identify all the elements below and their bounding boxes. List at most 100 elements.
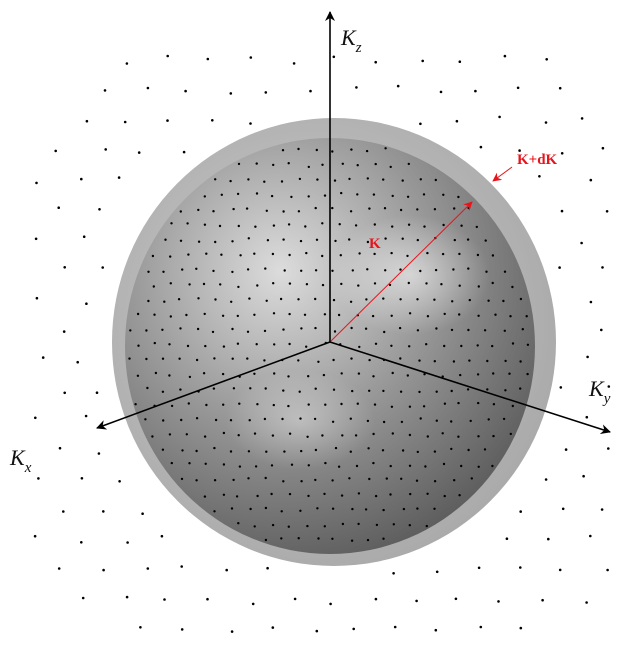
lattice-point [425,524,428,528]
lattice-point [547,537,550,541]
lattice-point [279,297,283,301]
lattice-point [323,525,326,528]
lattice-point [137,151,141,154]
lattice-point [453,238,456,242]
lattice-point [435,570,439,574]
lattice-point [80,177,83,181]
lattice-point [408,312,412,315]
lattice-point [309,89,312,93]
lattice-point [458,284,461,287]
lattice-point [253,432,257,435]
lattice-point [272,403,275,407]
lattice-point [402,507,406,511]
lattice-point [221,314,225,317]
lattice-point [147,270,150,273]
lattice-point [457,435,460,438]
lattice-point [218,224,222,228]
lattice-point [272,224,276,227]
lattice-point [316,178,319,181]
lattice-point [357,492,361,495]
lattice-point [331,269,334,272]
lattice-point [498,115,501,119]
lattice-point [37,477,40,480]
lattice-point [195,449,198,453]
lattice-point [236,314,239,318]
lattice-point [382,537,385,540]
lattice-point [313,417,317,421]
lattice-point [391,225,394,228]
lattice-point [519,360,522,363]
lattice-point [407,281,410,285]
lattice-point [137,344,140,347]
lattice-point [238,402,241,405]
lattice-point [197,208,200,212]
lattice-point [246,357,249,360]
lattice-point [407,162,410,166]
lattice-point [321,254,324,258]
lattice-point [350,539,354,542]
lattice-point [297,359,300,362]
lattice-point [374,162,377,166]
lattice-point [179,239,183,242]
lattice-point [254,225,257,228]
lattice-point [81,596,85,600]
lattice-point [212,210,215,213]
lattice-point [169,315,172,318]
lattice-point [317,537,320,540]
lattice-point [372,375,375,378]
lattice-point [452,268,455,271]
lattice-point [307,464,310,467]
lattice-point [160,534,164,538]
lattice-point [479,625,483,629]
lattice-point [416,450,419,454]
lattice-point [365,298,368,301]
lattice-point [467,267,470,270]
lattice-point [166,54,169,58]
lattice-point [249,122,252,125]
lattice-point [509,432,512,436]
lattice-point [293,597,297,601]
lattice-point [407,223,411,226]
lattice-point [180,628,184,631]
lattice-point [272,163,275,167]
lattice-point [146,567,150,570]
lattice-point [486,359,489,363]
lattice-point [339,254,342,257]
lattice-point [434,628,438,632]
lattice-point [589,300,593,304]
lattice-point [350,326,353,330]
lattice-point [211,119,214,122]
lattice-point [214,240,217,244]
kx-axis-label: Kx [9,445,32,476]
lattice-point [188,375,192,379]
lattice-point [103,89,107,92]
lattice-point [102,510,105,513]
lattice-point [383,330,386,334]
lattice-point [185,313,188,317]
lattice-point [237,522,240,525]
lattice-point [76,360,79,364]
lattice-point [211,330,215,334]
lattice-point [283,269,286,272]
lattice-point [316,507,319,510]
lattice-point [178,357,181,360]
lattice-point [126,541,129,544]
lattice-point [213,479,217,482]
sphere-highlight-lower [225,370,375,470]
lattice-point [381,449,385,452]
lattice-point [418,359,421,362]
lattice-point [213,446,216,450]
lattice-point [300,269,303,272]
lattice-point [305,283,309,286]
lattice-point [170,461,173,465]
lattice-point [391,194,394,198]
lattice-point [351,389,354,393]
lattice-point [375,523,379,527]
lattice-point [300,327,303,330]
lattice-point [356,402,359,405]
lattice-point [33,534,37,538]
lattice-point [453,207,456,210]
lattice-point [589,534,592,538]
lattice-point [399,268,402,271]
lattice-point [422,193,426,196]
